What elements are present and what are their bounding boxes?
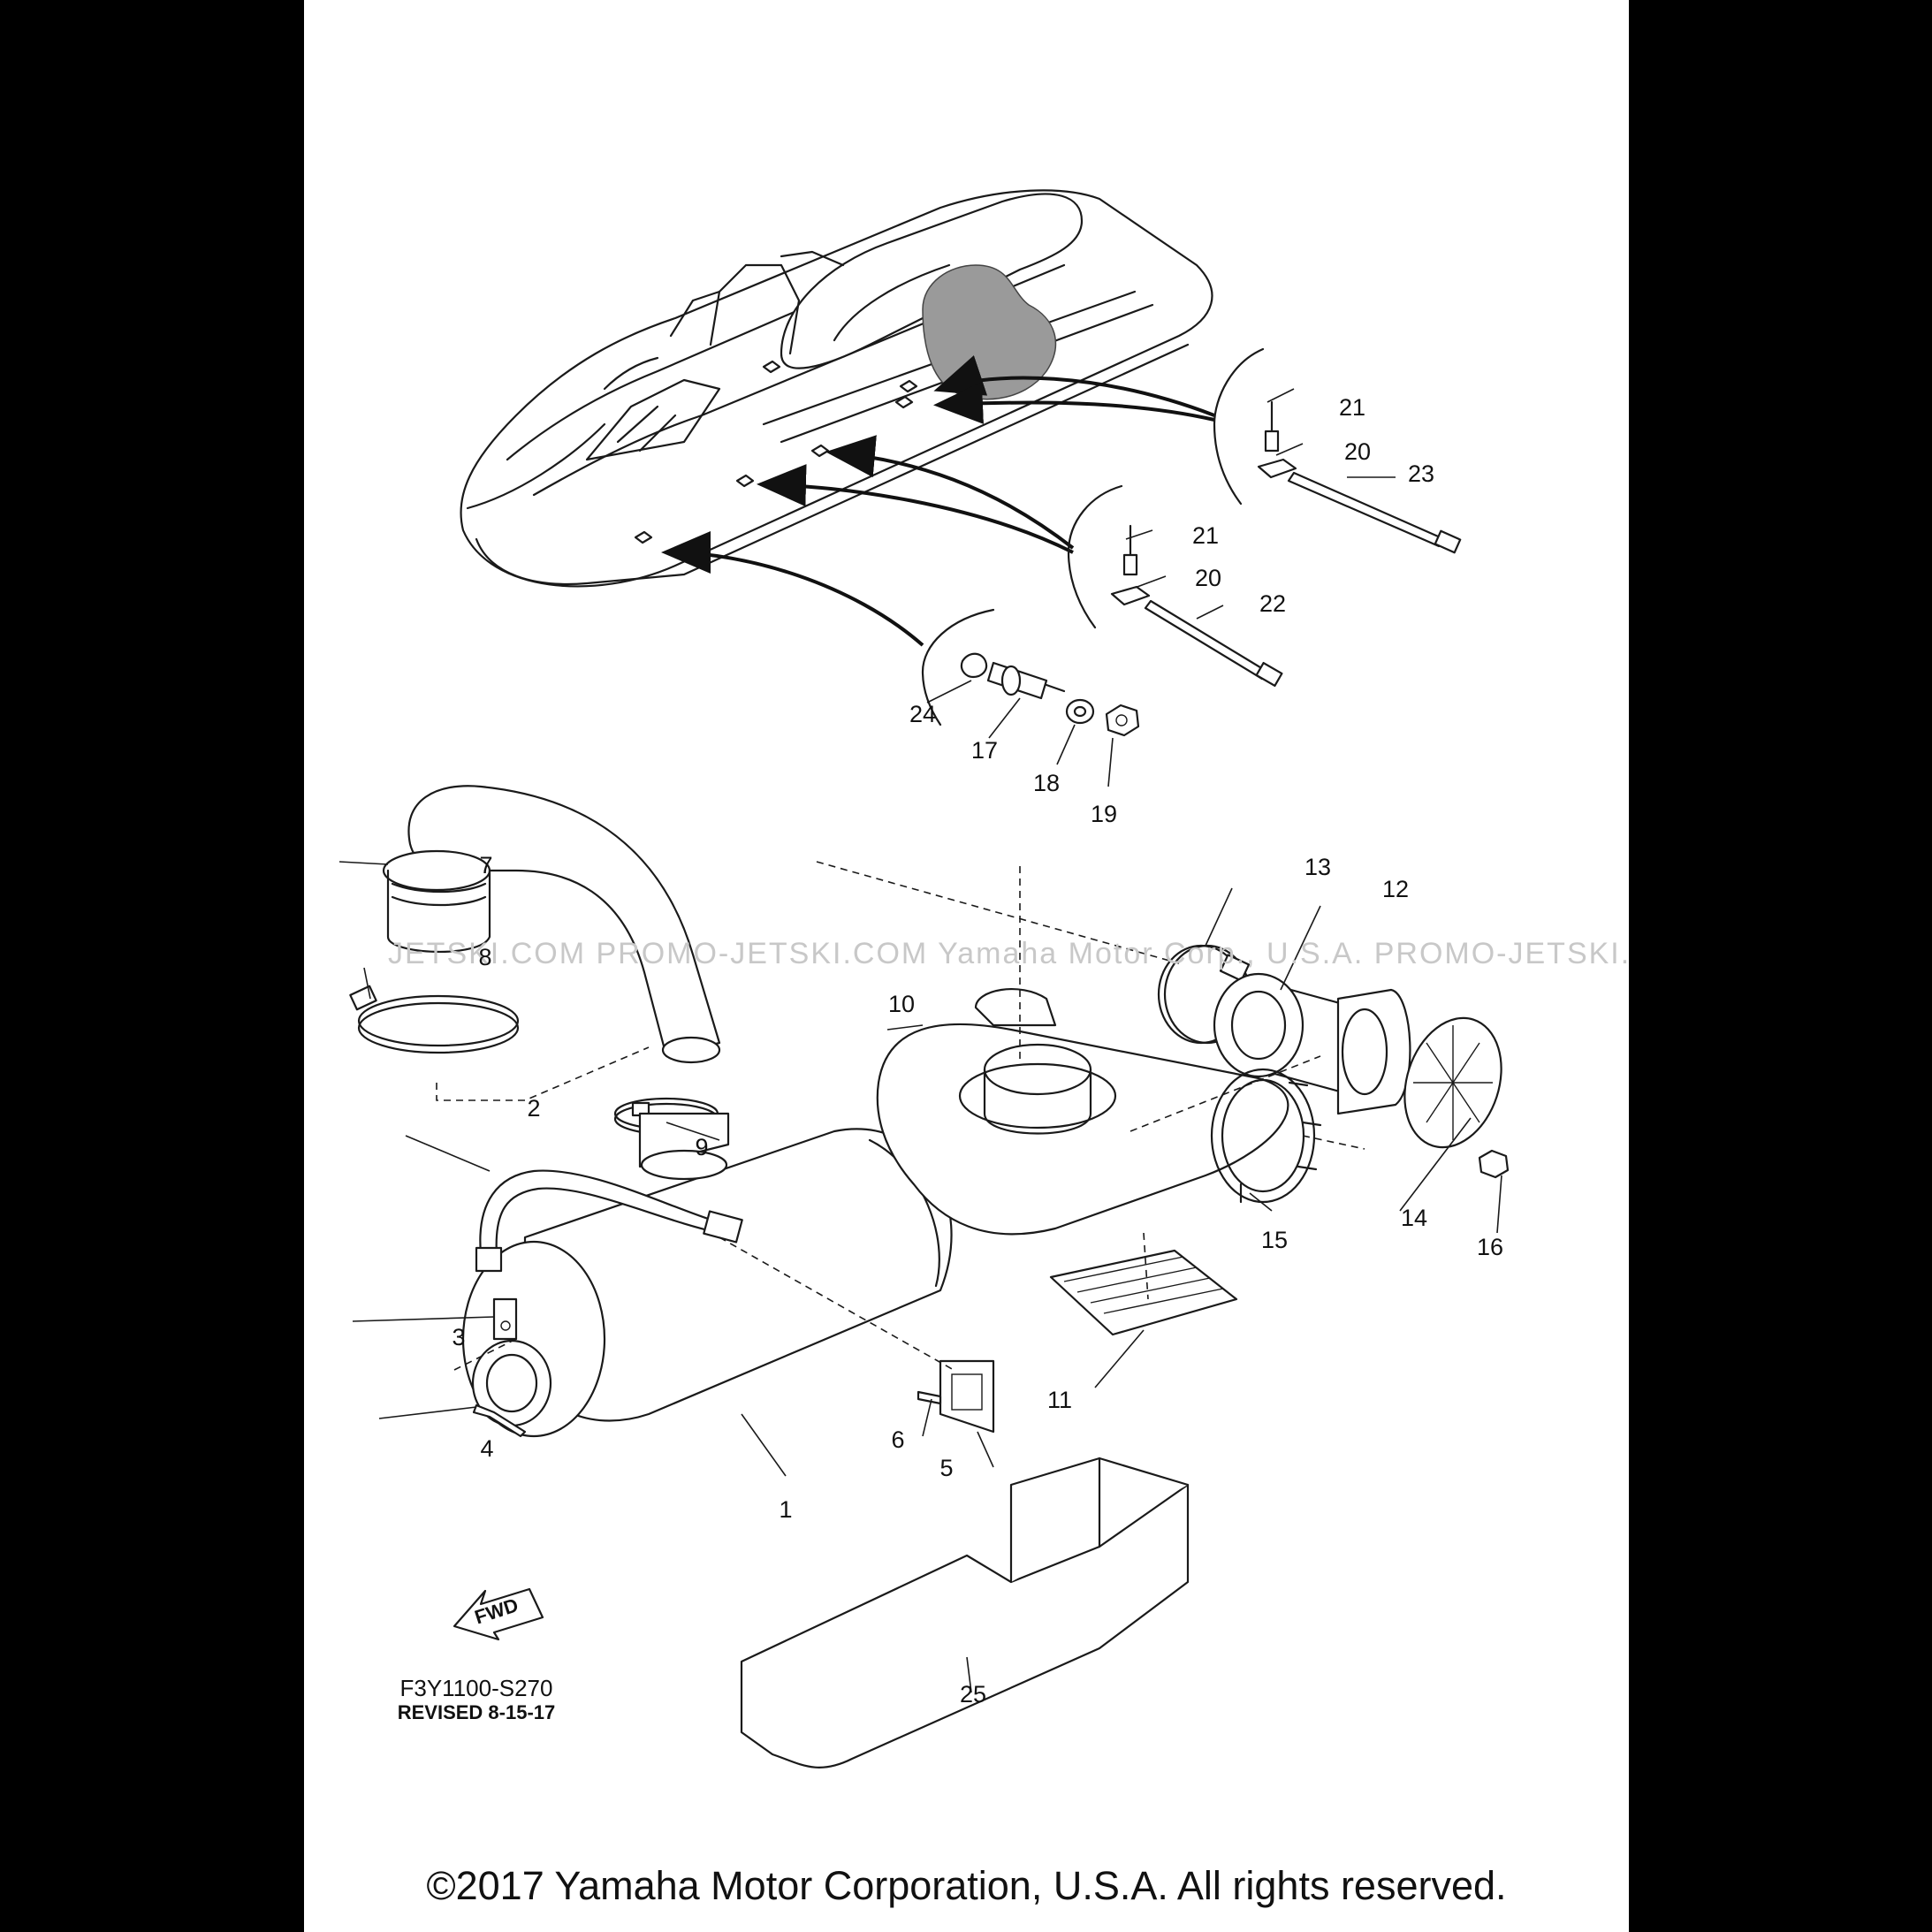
callout-19: 19 — [1091, 801, 1117, 827]
hose-clamp-8 — [349, 985, 520, 1054]
callout-14: 14 — [1401, 1205, 1427, 1231]
grommet-20-upper — [1257, 458, 1297, 479]
fwd-arrow: FWD — [453, 1587, 544, 1641]
rivet-4 — [472, 1403, 527, 1438]
clip-24 — [960, 652, 988, 679]
pad-11 — [1049, 1249, 1238, 1336]
strap-2 — [475, 1169, 743, 1273]
callout-20-upper: 20 — [1344, 438, 1371, 465]
grommet-20-lower — [1110, 585, 1151, 606]
cable-tie-23 — [1287, 471, 1462, 554]
stud-bolt-17 — [986, 661, 1066, 700]
assembly-lines — [436, 861, 1365, 1371]
muffler-1 — [461, 1112, 953, 1438]
bracket-3 — [492, 1297, 518, 1341]
callout-23: 23 — [1408, 460, 1434, 487]
callout-21-lower: 21 — [1192, 522, 1219, 549]
nut-19 — [1105, 704, 1140, 737]
exhaust-pipe-12 — [1213, 972, 1411, 1115]
callout-15: 15 — [1261, 1227, 1288, 1253]
leader-lines — [338, 388, 1502, 1693]
callout-22: 22 — [1259, 590, 1286, 617]
callout-21-upper: 21 — [1339, 394, 1365, 421]
diagram-code: F3Y1100-S270 — [400, 1675, 553, 1701]
rivet-6 — [917, 1390, 942, 1405]
callout-2: 2 — [527, 1095, 540, 1122]
nut-16 — [1478, 1149, 1510, 1179]
callout-9: 9 — [695, 1134, 708, 1160]
callout-6: 6 — [891, 1426, 904, 1453]
cover-plate-14 — [1403, 1016, 1502, 1149]
copyright-notice: ©2017 Yamaha Motor Corporation, U.S.A. A… — [426, 1863, 1507, 1908]
callout-1: 1 — [779, 1496, 792, 1523]
callout-17: 17 — [971, 737, 998, 764]
callout-24: 24 — [909, 701, 936, 727]
water-box-10 — [876, 988, 1289, 1236]
cable-tie-22 — [1144, 599, 1283, 688]
callout-3: 3 — [452, 1324, 465, 1350]
callout-numbers: 1 2 3 4 5 6 7 8 9 10 11 12 13 14 15 16 1… — [452, 394, 1503, 1708]
callout-11: 11 — [1047, 1387, 1072, 1413]
location-arrows — [661, 347, 1265, 726]
washer-18 — [1065, 698, 1095, 725]
bracket-5 — [939, 1359, 995, 1434]
callout-5: 5 — [939, 1455, 953, 1481]
watermark: JETSKI.COM PROMO-JETSKI.COM Yamaha Motor… — [388, 937, 1629, 970]
revision-label: REVISED 8-15-17 — [398, 1701, 556, 1723]
rivet-21-lower — [1122, 524, 1138, 576]
watercraft-hull-outline — [460, 189, 1213, 588]
callout-7: 7 — [479, 852, 492, 879]
callout-18: 18 — [1033, 770, 1060, 796]
callout-25: 25 — [960, 1681, 986, 1708]
exhaust-pipe-7 — [382, 785, 721, 1064]
exhaust-cover-25 — [740, 1457, 1190, 1768]
callout-16: 16 — [1477, 1234, 1503, 1260]
callout-8: 8 — [478, 944, 491, 970]
callout-10: 10 — [888, 991, 915, 1017]
callout-4: 4 — [480, 1435, 493, 1462]
exploded-parts-diagram: FWD — [338, 189, 1629, 1768]
rivet-21-upper — [1264, 400, 1280, 453]
diagram-sheet: FWD — [304, 0, 1629, 1932]
callout-20-lower: 20 — [1195, 565, 1221, 591]
callout-12: 12 — [1382, 876, 1409, 902]
callout-13: 13 — [1304, 854, 1331, 880]
